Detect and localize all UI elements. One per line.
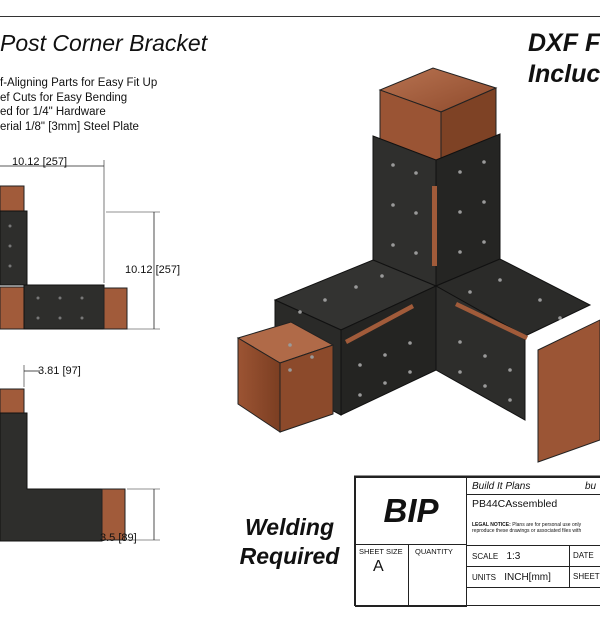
drawing-title: Post Corner Bracket [0, 30, 208, 56]
company-name: Build It Plans [472, 481, 531, 492]
bracket-arm-right-front [435, 285, 526, 421]
dimension-top-width: 10.12 [257] [12, 156, 68, 168]
dimension-side-depth: 3.81 [97] [38, 365, 81, 377]
technical-drawing [0, 67, 600, 542]
quantity-label: QUANTITY [415, 547, 453, 556]
sheet-border [0, 16, 600, 617]
welding-note: Welding Required [232, 513, 347, 571]
legal-label: LEGAL NOTICE: [472, 522, 511, 528]
wood-post-top-side [0, 388, 25, 414]
welding-line1: Welding [244, 514, 334, 540]
dimension-right-height: 10.12 [257] [125, 264, 181, 276]
relief-slot-left [345, 304, 414, 344]
isometric-assembly [236, 67, 600, 463]
units-label: UNITS [472, 573, 496, 582]
dxf-banner-line2: Incluc [528, 60, 600, 88]
bracket-plate-horizontal [23, 284, 105, 330]
date-cell: DATE [569, 545, 600, 567]
front-view [0, 160, 160, 330]
drawing-cell: PB44CAssembled LEGAL NOTICE: Plans are f… [466, 494, 600, 546]
scale-label: SCALE [472, 552, 499, 561]
date-label: DATE [573, 551, 594, 560]
scale-cell: SCALE 1:3 [466, 545, 570, 567]
bracket-profile [0, 412, 103, 542]
side-view [0, 365, 160, 542]
wood-post-top [0, 185, 25, 213]
feature-item: ed for 1/4" Hardware [0, 106, 106, 118]
feature-item: ef Cuts for Easy Bending [0, 91, 128, 104]
units-cell: UNITS INCH[mm] [466, 566, 570, 588]
legal-notice: LEGAL NOTICE: Plans are for personal use… [472, 522, 599, 534]
sheet-size-value: A [373, 558, 384, 575]
relief-slot-vertical [432, 186, 437, 266]
dxf-banner: DXF F Incluc [528, 28, 600, 90]
title-block: BIP Build It Plans bu PB44CAssembled LEG… [354, 476, 600, 607]
bolt-holes [8, 224, 84, 320]
bracket-plate-vertical [0, 210, 28, 286]
wood-left-post-side [279, 344, 334, 433]
company-tail: bu [585, 481, 597, 492]
drawing-name: PB44CAssembled [472, 498, 558, 510]
bip-logo: BIP [383, 492, 439, 529]
wood-post-side [103, 287, 128, 330]
feature-item: f-Aligning Parts for Easy Fit Up [0, 77, 158, 89]
sheet-size-cell: SHEET SIZE A [355, 544, 409, 607]
welding-line2: Required [239, 543, 340, 569]
wood-post-end [0, 286, 25, 330]
sheet-size-label: SHEET SIZE [359, 547, 403, 556]
wood-post-side-profile [101, 488, 126, 541]
dimension-side-height: 3.5 [89] [100, 532, 137, 544]
sheet-cell: SHEET [569, 566, 600, 588]
legal-text: Plans are for personal use only [512, 522, 582, 528]
scale-value: 1:3 [506, 551, 521, 562]
quantity-cell: QUANTITY [408, 544, 467, 607]
legal-text2: reproduce these drawings or associated f… [472, 528, 582, 534]
feature-list: f-Aligning Parts for Easy Fit Up ef Cuts… [0, 76, 157, 134]
sheet-label: SHEET [573, 572, 600, 581]
logo-cell: BIP [355, 477, 467, 545]
feature-item: erial 1/8" [3mm] Steel Plate [0, 120, 139, 133]
wood-right-post-end [537, 319, 600, 463]
relief-slot-right [455, 302, 528, 340]
units-value: INCH[mm] [504, 572, 551, 583]
dxf-banner-line1: DXF F [528, 29, 600, 57]
company-cell: Build It Plans bu [466, 477, 600, 495]
bolt-holes-iso [288, 160, 562, 402]
